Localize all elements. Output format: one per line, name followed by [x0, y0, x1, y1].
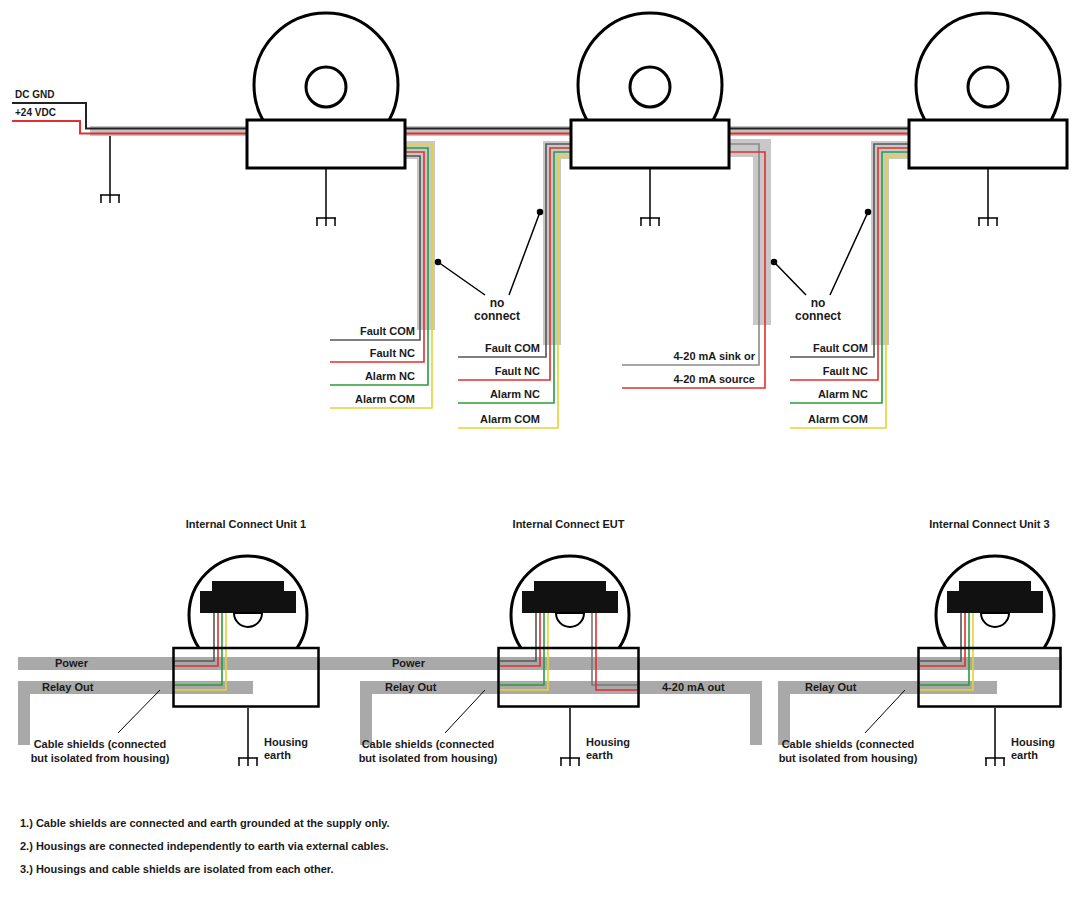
note-text: 2.) Housings are connected independently… [20, 840, 389, 853]
signal-name: Fault COM [813, 342, 868, 355]
detector-outline [917, 515, 1062, 710]
callout-label: Housing earth [586, 736, 638, 762]
detector-node: Internal Connect Unit 1 [172, 515, 320, 710]
supply-label: DC GND [15, 89, 54, 101]
power-cable [320, 657, 497, 670]
signal-name: Fault COM [485, 342, 540, 355]
detector-outline [172, 515, 320, 710]
cable-name: Relay Out [385, 681, 436, 694]
cable-name: Power [55, 657, 88, 670]
signal-name: Alarm COM [480, 413, 540, 426]
callout-label: no connect [470, 297, 524, 323]
signal-name: Alarm NC [490, 388, 540, 401]
cable-name: Relay Out [42, 681, 93, 694]
signal-name: Alarm NC [365, 370, 415, 383]
signal-name: 4-20 mA source [673, 373, 755, 386]
callout-label: no connect [791, 297, 845, 323]
detector-outline [497, 515, 640, 710]
callout-label: Cable shields (connected but isolated fr… [353, 737, 503, 765]
note-text: 1.) Cable shields are connected and eart… [20, 817, 390, 830]
detector-node: Internal Connect EUT [497, 515, 640, 710]
leader-line [436, 210, 871, 296]
detector-body [497, 556, 640, 708]
cable-name: Power [390, 657, 427, 670]
power-cable [640, 657, 917, 670]
signal-name: Alarm COM [355, 393, 415, 406]
callout-label: Housing earth [264, 736, 316, 762]
note-text: 3.) Housings and cable shields are isola… [20, 863, 334, 876]
supply-cable [12, 103, 909, 134]
relay-cable-unit1 [330, 144, 432, 408]
signal-name: Fault NC [823, 365, 868, 378]
detector-body [172, 556, 320, 708]
signal-name: Alarm COM [808, 413, 868, 426]
relay-cable-unit3 [790, 144, 909, 428]
detector-symbol [247, 13, 1067, 168]
unit-heading: Internal Connect EUT [513, 518, 625, 531]
signal-name: Fault NC [370, 347, 415, 360]
cable-band [18, 657, 917, 745]
relay-cable-eut [458, 144, 571, 428]
callout-label: Cable shields (connected but isolated fr… [25, 737, 175, 765]
unit-heading: Internal Connect Unit 1 [186, 518, 306, 531]
signal-name: Fault NC [495, 365, 540, 378]
detector-node: Internal Connect Unit 3 [917, 515, 1062, 710]
signal-name: 4-20 mA sink or [673, 350, 755, 363]
analog-cable-eut [622, 144, 765, 388]
cable-name: Relay Out [805, 681, 856, 694]
cable-name: 4-20 mA out [662, 681, 725, 694]
signal-name: Fault COM [360, 325, 415, 338]
signal-name: Alarm NC [818, 388, 868, 401]
earth-symbol [100, 136, 1005, 766]
supply-label: +24 VDC [15, 107, 56, 119]
detector-body [917, 556, 1062, 708]
callout-label: Cable shields (connected but isolated fr… [773, 737, 923, 765]
unit-heading: Internal Connect Unit 3 [929, 518, 1049, 531]
callout-label: Housing earth [1011, 736, 1063, 762]
